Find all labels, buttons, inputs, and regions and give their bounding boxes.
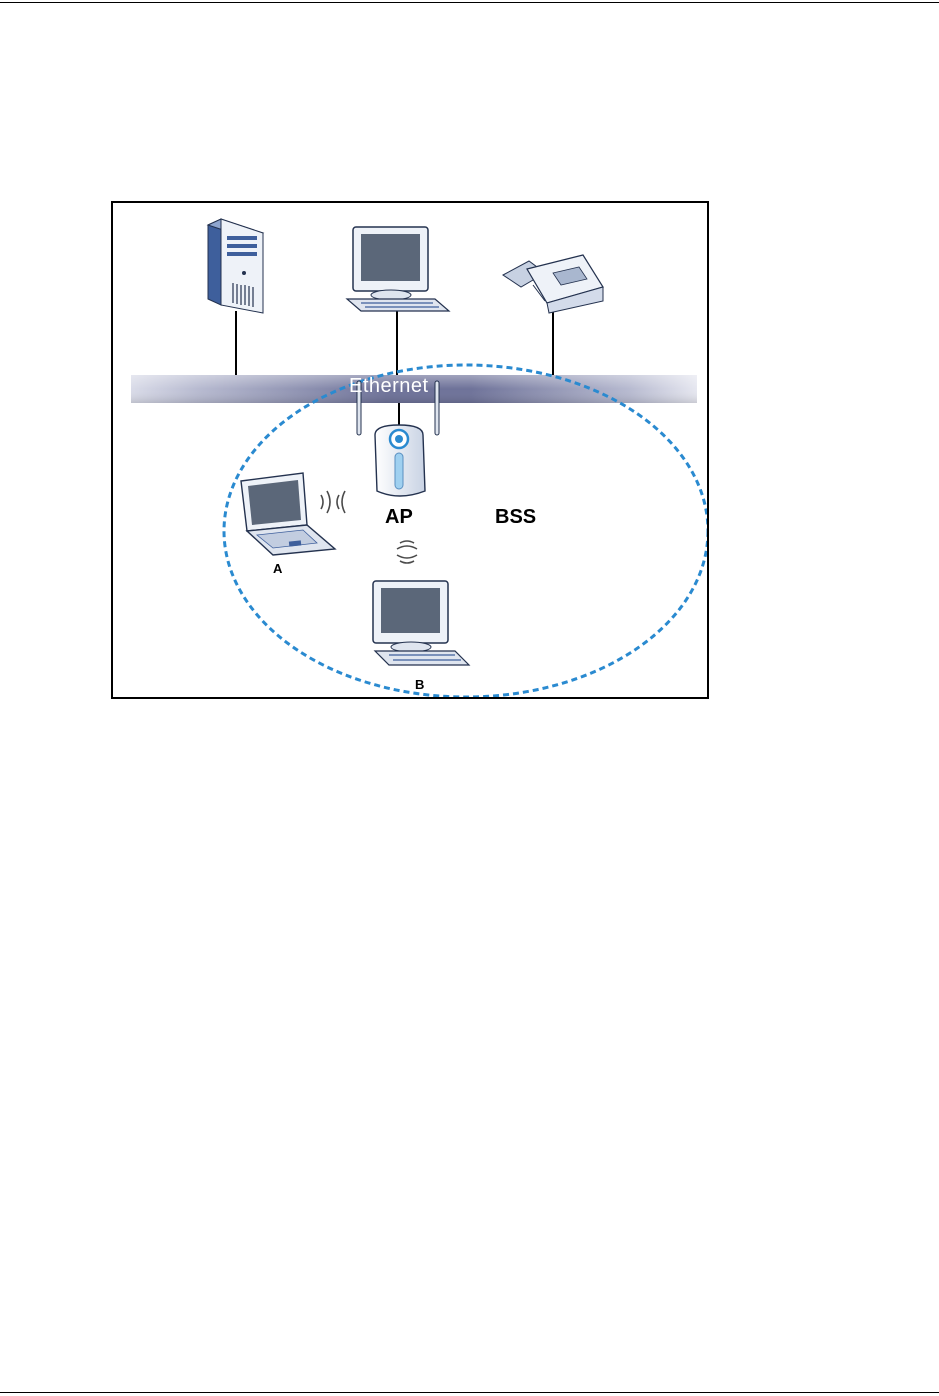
printer-icon	[503, 255, 603, 313]
ap-label: AP	[385, 506, 413, 529]
ethernet-label: Ethernet	[349, 375, 429, 398]
client-b-label: B	[415, 677, 424, 692]
network-diagram-figure: Ethernet AP BSS A B	[111, 201, 709, 699]
wireless-signal-icon-vertical	[397, 541, 417, 563]
desktop-computer-icon-b	[373, 581, 469, 665]
page-footer-rule	[0, 1392, 939, 1393]
laptop-icon	[241, 473, 335, 555]
bss-network-diagram	[113, 203, 707, 697]
wireless-signal-icon	[321, 491, 345, 513]
page-header-rule	[0, 2, 939, 3]
client-a-label: A	[273, 561, 282, 576]
bss-label: BSS	[495, 506, 536, 529]
desktop-computer-icon	[347, 227, 449, 311]
server-tower-icon	[208, 219, 263, 313]
